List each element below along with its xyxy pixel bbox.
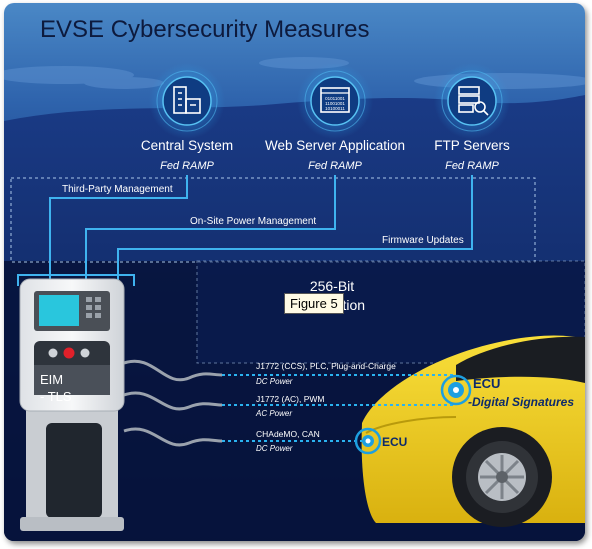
keypad-icon — [86, 297, 101, 318]
connection-label: J1772 (CCS), PLC, Plug-and-Charge — [256, 361, 396, 371]
diagram-canvas: EVSE Cybersecurity Measures Central Syst… — [4, 3, 585, 541]
emergency-stop-button — [63, 347, 75, 359]
svg-text:01011001: 01011001 — [325, 96, 345, 101]
page-title: EVSE Cybersecurity Measures — [40, 16, 369, 43]
connection-label: CHAdeMO, CAN — [256, 429, 320, 439]
charger-label-tls: - TLS — [40, 389, 72, 404]
charger-label-eim: EIM — [40, 372, 63, 387]
charger-stand-panel — [46, 423, 102, 518]
ecu-sub-label: -Digital Signatures — [468, 395, 574, 409]
server-sub: Fed RAMP — [445, 160, 499, 172]
connection-sub: DC Power — [256, 377, 293, 386]
server-name: Central System — [141, 138, 233, 153]
charging-cables — [123, 359, 223, 447]
ecu-label: ECU — [382, 435, 407, 449]
server-name: FTP Servers — [434, 138, 510, 153]
server-sub: Fed RAMP — [160, 160, 214, 172]
network-links — [17, 175, 473, 286]
link-label-firmware: Firmware Updates — [382, 235, 464, 246]
figure-tooltip: Figure 5 — [284, 293, 344, 314]
car-window — [456, 336, 585, 383]
ev-charger: EIM - TLS — [19, 278, 125, 531]
connection-sub: DC Power — [256, 444, 293, 453]
ecu-digital-signatures: ECU -Digital Signatures — [440, 374, 574, 409]
svg-text:10100011: 10100011 — [325, 106, 345, 111]
button-right — [80, 348, 90, 358]
server-central-system: Central System Fed RAMP — [141, 63, 233, 172]
charger-base — [20, 517, 124, 531]
link-label-onsite-power: On-Site Power Management — [190, 216, 316, 227]
connection-label: J1772 (AC), PWM — [256, 394, 325, 404]
link-label-third-party: Third-Party Management — [62, 184, 173, 195]
server-web-application: 01011001 11001001 10100011 Web Server Ap… — [265, 63, 405, 172]
ecu-label: ECU — [473, 376, 500, 391]
svg-text:11001001: 11001001 — [325, 101, 345, 106]
diagram-svg: EVSE Cybersecurity Measures Central Syst… — [4, 3, 585, 541]
browser-code-icon: 01011001 11001001 10100011 — [320, 87, 350, 113]
server-ftp: FTP Servers Fed RAMP — [434, 63, 510, 172]
ecu-secondary: ECU — [354, 427, 407, 455]
electric-car — [361, 335, 585, 527]
connection-sub: AC Power — [255, 409, 292, 418]
server-name: Web Server Application — [265, 138, 405, 153]
server-sub: Fed RAMP — [308, 160, 362, 172]
building-icon — [173, 86, 201, 114]
vehicle-connections — [222, 374, 456, 442]
charger-label-band — [34, 365, 110, 395]
button-left — [48, 348, 58, 358]
server-search-icon — [458, 86, 489, 116]
encryption-label-top: 256-Bit — [310, 278, 354, 294]
charger-screen — [39, 295, 79, 326]
